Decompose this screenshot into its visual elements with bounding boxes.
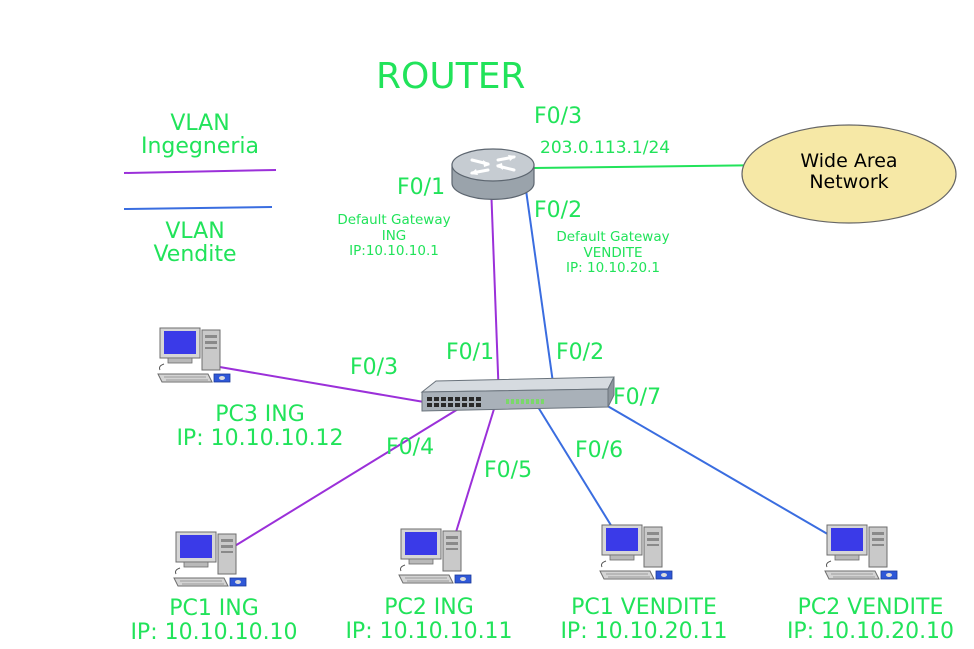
switch-port-f06: F0/6 [575, 438, 624, 463]
legend-ing-line1: VLAN [170, 111, 230, 136]
switch-port-f04: F0/4 [386, 435, 435, 460]
gateway-ing-label: Default Gateway ING IP:10.10.10.1 [318, 212, 470, 260]
gateway-vendite-label: Default Gateway VENDITE IP: 10.10.20.1 [537, 229, 689, 277]
pc1-vendite-name: PC1 VENDITE [571, 595, 717, 620]
pc2-vendite-ip: IP: 10.10.20.10 [786, 619, 955, 645]
switch-icon[interactable] [420, 376, 615, 412]
link-pc2-vendite [591, 396, 844, 544]
pc2-ing-name: PC2 ING [384, 595, 474, 620]
router-port-f02: F0/2 [534, 198, 583, 223]
wan-line1: Wide Area [800, 150, 898, 172]
link-pc3-ing [207, 364, 425, 403]
router-port-f01: F0/1 [397, 175, 446, 200]
pc1-vendite-desktop-icon[interactable] [599, 524, 673, 580]
diagram-title: ROUTER [376, 56, 526, 97]
switch-port-f03: F0/3 [350, 355, 399, 380]
pc1-ing-name: PC1 ING [169, 596, 259, 621]
pc2-vendite-label: PC2 VENDITE IP: 10.10.20.10 [773, 595, 968, 645]
pc3-ing-desktop-icon[interactable] [157, 327, 231, 383]
router-port-f03: F0/3 [534, 104, 583, 129]
gateway-ing-line2: ING [381, 227, 407, 244]
legend-vendite-line2: Vendite [153, 242, 237, 268]
switch-port-f05: F0/5 [484, 458, 533, 483]
gateway-vendite-line1: Default Gateway [556, 229, 670, 245]
pc1-vendite-ip: IP: 10.10.20.11 [560, 619, 728, 645]
pc2-vendite-name: PC2 VENDITE [797, 595, 944, 620]
link-router-switch-ing [490, 184, 500, 401]
pc3-ing-name: PC3 ING [215, 402, 305, 427]
gateway-vendite-line2: VENDITE [583, 244, 643, 261]
link-router-wan [532, 164, 773, 169]
wan-cloud[interactable] [741, 124, 957, 224]
pc1-ing-ip: IP: 10.10.10.10 [130, 620, 298, 646]
switch-port-f07: F0/7 [613, 385, 662, 410]
link-router-switch-vendite [524, 182, 556, 398]
link-pc1-ing [224, 405, 464, 553]
legend-vendite-label: VLAN Vendite [125, 220, 265, 266]
legend-vendite-line1: VLAN [165, 219, 225, 244]
pc2-ing-ip: IP: 10.10.10.11 [345, 619, 513, 645]
router-icon[interactable] [451, 148, 535, 200]
legend-ing-label: VLAN Ingegneria [130, 112, 270, 158]
pc3-ing-ip: IP: 10.10.10.12 [176, 426, 344, 452]
wan-line2: Network [809, 170, 889, 193]
router-f03-ip: 203.0.113.1/24 [540, 138, 671, 158]
pc1-ing-label: PC1 ING IP: 10.10.10.10 [124, 596, 304, 646]
link-pc2-ing [451, 408, 495, 546]
legend-vendite-line [123, 206, 273, 210]
legend-ing-line [123, 169, 277, 174]
pc2-ing-label: PC2 ING IP: 10.10.10.11 [339, 595, 519, 645]
pc2-ing-desktop-icon[interactable] [398, 528, 472, 584]
gateway-ing-line1: Default Gateway [337, 212, 451, 228]
pc2-vendite-desktop-icon[interactable] [824, 524, 898, 580]
pc1-vendite-label: PC1 VENDITE IP: 10.10.20.11 [549, 595, 739, 645]
legend-ing-line2: Ingegneria [140, 134, 259, 160]
switch-port-f02: F0/2 [556, 340, 605, 365]
pc1-ing-desktop-icon[interactable] [173, 531, 247, 587]
pc3-ing-label: PC3 ING IP: 10.10.10.12 [170, 402, 350, 452]
switch-port-f01: F0/1 [446, 340, 495, 365]
gateway-vendite-line3: IP: 10.10.20.1 [566, 260, 660, 277]
wan-label: Wide Area Network [779, 151, 919, 193]
gateway-ing-line3: IP:10.10.10.1 [349, 243, 439, 260]
